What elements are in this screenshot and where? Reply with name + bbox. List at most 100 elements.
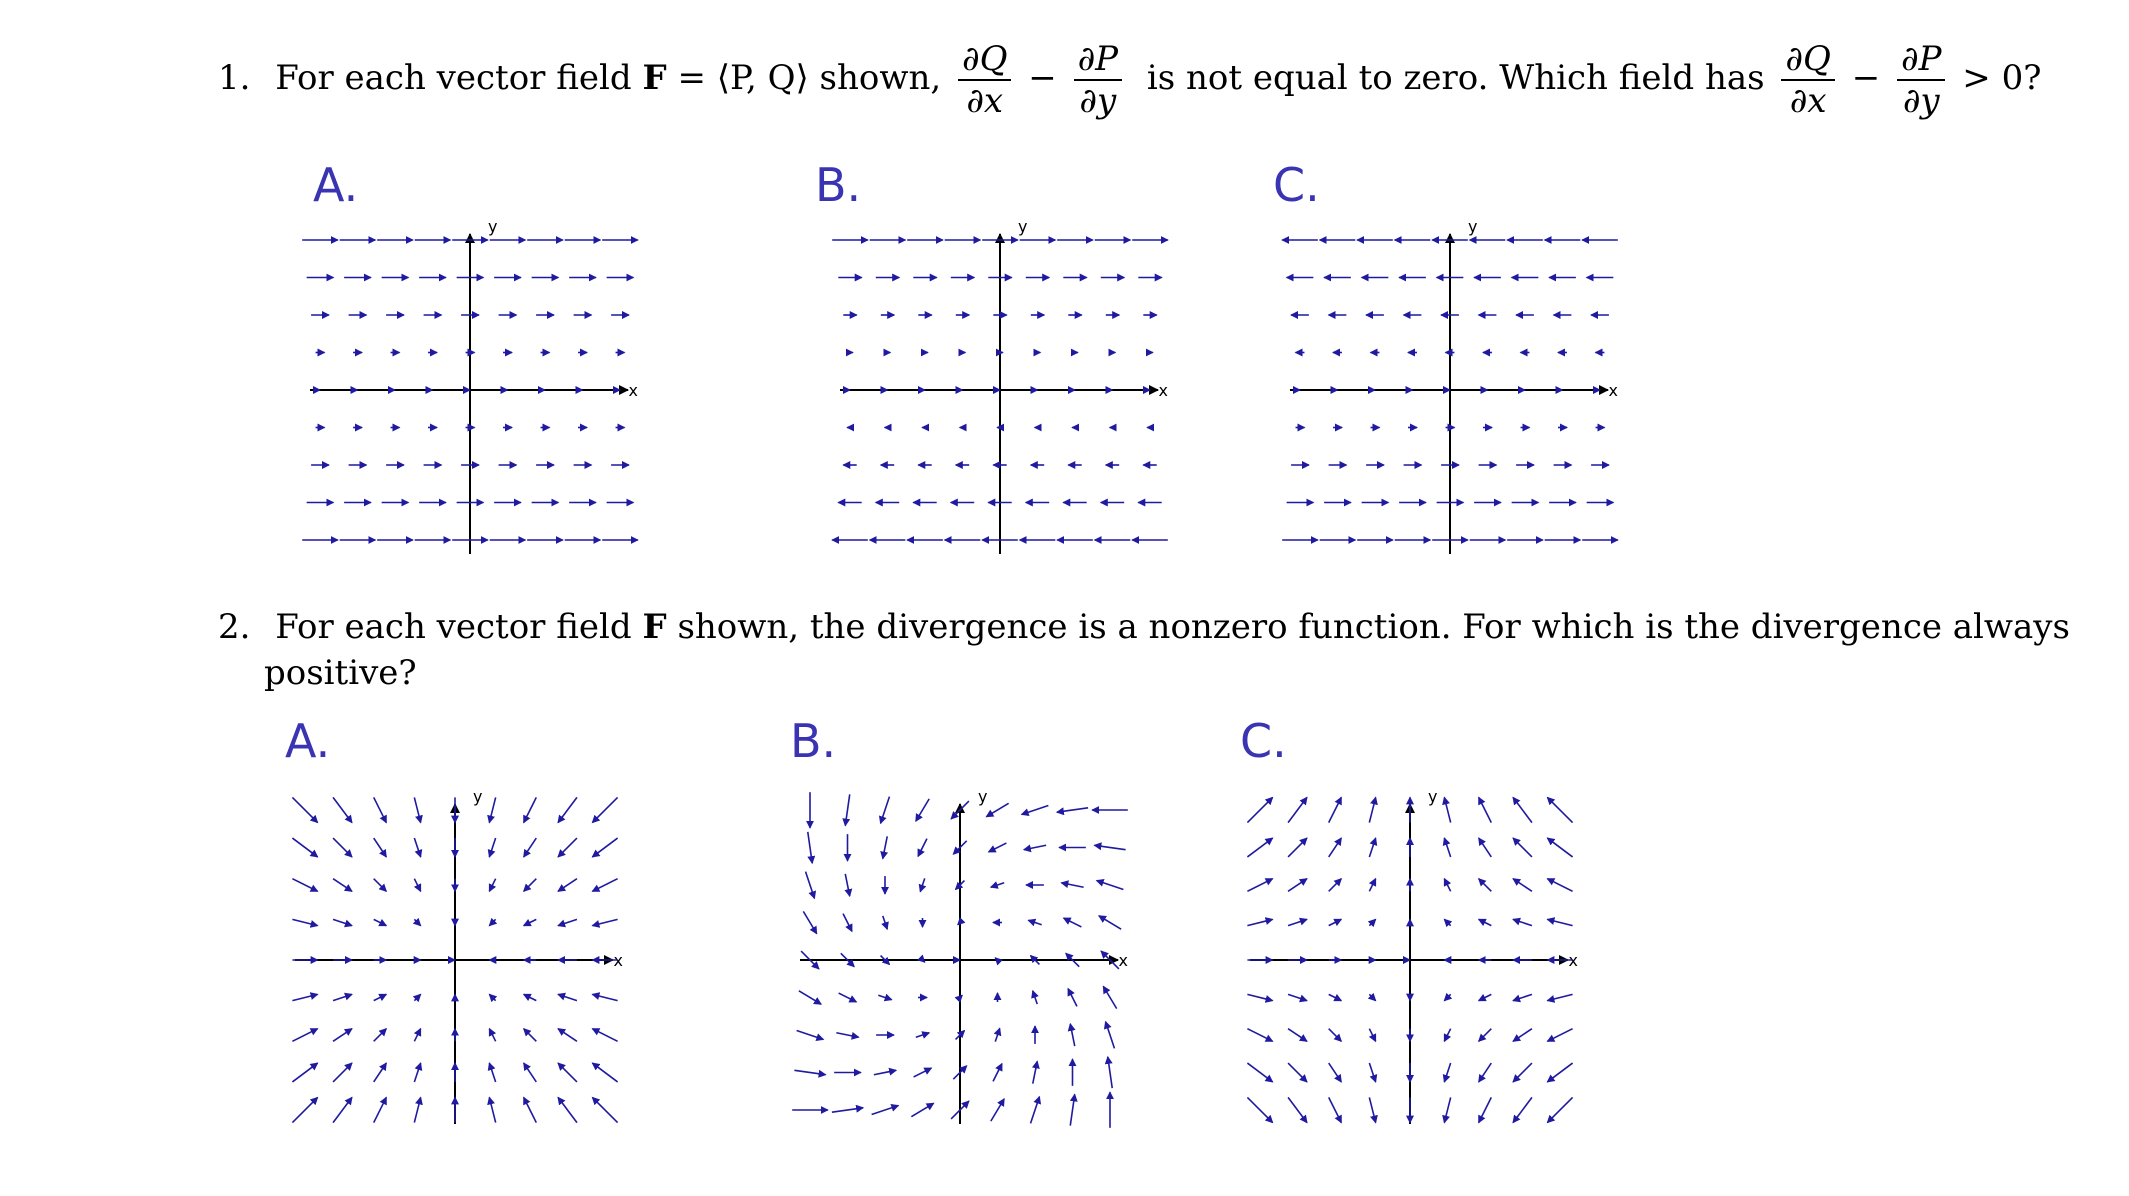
q2-label-c: C. [1240,714,1287,768]
field-arrow [522,993,537,1002]
x-axis-label: x [629,381,638,400]
field-arrow [796,1029,825,1042]
field-arrow [291,796,319,824]
field-arrow [1055,806,1089,816]
field-arrow [1546,877,1573,893]
field-arrow [332,918,353,928]
field-arrow [1546,993,1573,1003]
field-arrow [879,954,891,966]
field-arrow [1027,918,1042,927]
field-arrow [1029,954,1041,966]
field-arrow [1512,1028,1533,1042]
shearA-plot: xy [302,220,639,554]
field-arrow [1368,1062,1378,1083]
field-arrow [844,873,853,898]
field-arrow [1478,837,1492,858]
field-arrow [523,1062,537,1083]
field-arrow [373,1062,387,1083]
field-arrow [993,1027,1002,1042]
field-arrow [910,1102,935,1118]
field-arrow [488,878,497,893]
field-arrow [990,1098,1005,1122]
field-arrow [871,1103,900,1116]
field-arrow [1327,1097,1343,1124]
field-arrow [916,954,926,963]
field-arrow [987,842,1007,853]
field-arrow [913,1067,933,1078]
field-arrow [1442,796,1452,823]
field-arrow [557,878,578,892]
field-arrow [1368,796,1378,823]
q1-label-b: B. [815,158,862,212]
field-arrow [842,794,851,827]
field-arrow [591,877,618,893]
field-arrow [523,837,537,858]
q1-text-1: For each vector field [275,58,632,98]
field-arrow [1477,877,1492,892]
field-arrow [557,992,578,1002]
field-arrow [291,837,319,858]
field-arrow [291,1062,319,1083]
field-arrow [794,1069,827,1078]
q2-field-F: F [642,607,667,647]
field-arrow [332,796,353,824]
field-arrow [954,1029,966,1041]
field-arrow [487,797,497,824]
field-arrow [1067,987,1078,1007]
x-axis-label: x [1569,951,1578,970]
field-arrow [800,950,820,970]
field-arrow [954,994,963,1004]
field-arrow [1287,796,1308,824]
field-arrow [373,837,387,858]
field-arrow [1287,837,1308,858]
y-axis-label: y [978,790,987,806]
field-arrow [373,1027,388,1042]
field-arrow [1029,1095,1042,1124]
field-arrow [1512,837,1533,858]
field-arrow [1022,844,1047,853]
field-arrow [488,993,498,1003]
field-arrow [1512,1062,1533,1083]
field-arrow [989,881,1005,889]
field-arrow [881,915,889,931]
sink-plot: xy [291,790,623,1124]
field-arrow [1512,796,1533,824]
field-arrow [918,878,927,893]
field-arrow [413,797,423,824]
field-arrow [1546,796,1574,824]
field-arrow [836,1031,860,1040]
field-arrow [1098,915,1122,930]
field-arrow [873,1067,898,1076]
y-axis-label: y [488,220,497,236]
field-arrow [522,878,537,893]
field-arrow [840,952,855,968]
y-axis-label: y [1428,790,1437,806]
x-axis-label: x [1159,381,1168,400]
field-arrow [1328,1062,1342,1083]
field-arrow [1546,1096,1574,1124]
field-arrow [373,993,388,1002]
field-arrow [1060,880,1084,889]
field-arrow [1247,993,1274,1003]
field-arrow [985,802,1010,818]
field-arrow [557,837,578,858]
q1-label-c: C. [1273,158,1320,212]
q2-label-a: A. [285,714,331,768]
field-arrow [1546,837,1574,858]
field-arrow [1328,1028,1343,1043]
field-arrow [413,837,423,858]
field-arrow [373,878,388,893]
q1-frac-dQdx: ∂Q∂x [957,42,1012,118]
field-arrow [1512,917,1533,927]
field-arrow [1443,1028,1452,1043]
field-arrow [878,796,891,825]
field-arrow [878,993,893,1002]
field-arrow [1246,1062,1274,1083]
field-arrow [1328,837,1342,858]
field-arrow [915,798,930,822]
field-arrow [1031,1060,1040,1084]
field-arrow [1328,877,1343,892]
question-2: 2. For each vector field F shown, the di… [218,610,2070,644]
field-arrow [1478,1062,1492,1083]
